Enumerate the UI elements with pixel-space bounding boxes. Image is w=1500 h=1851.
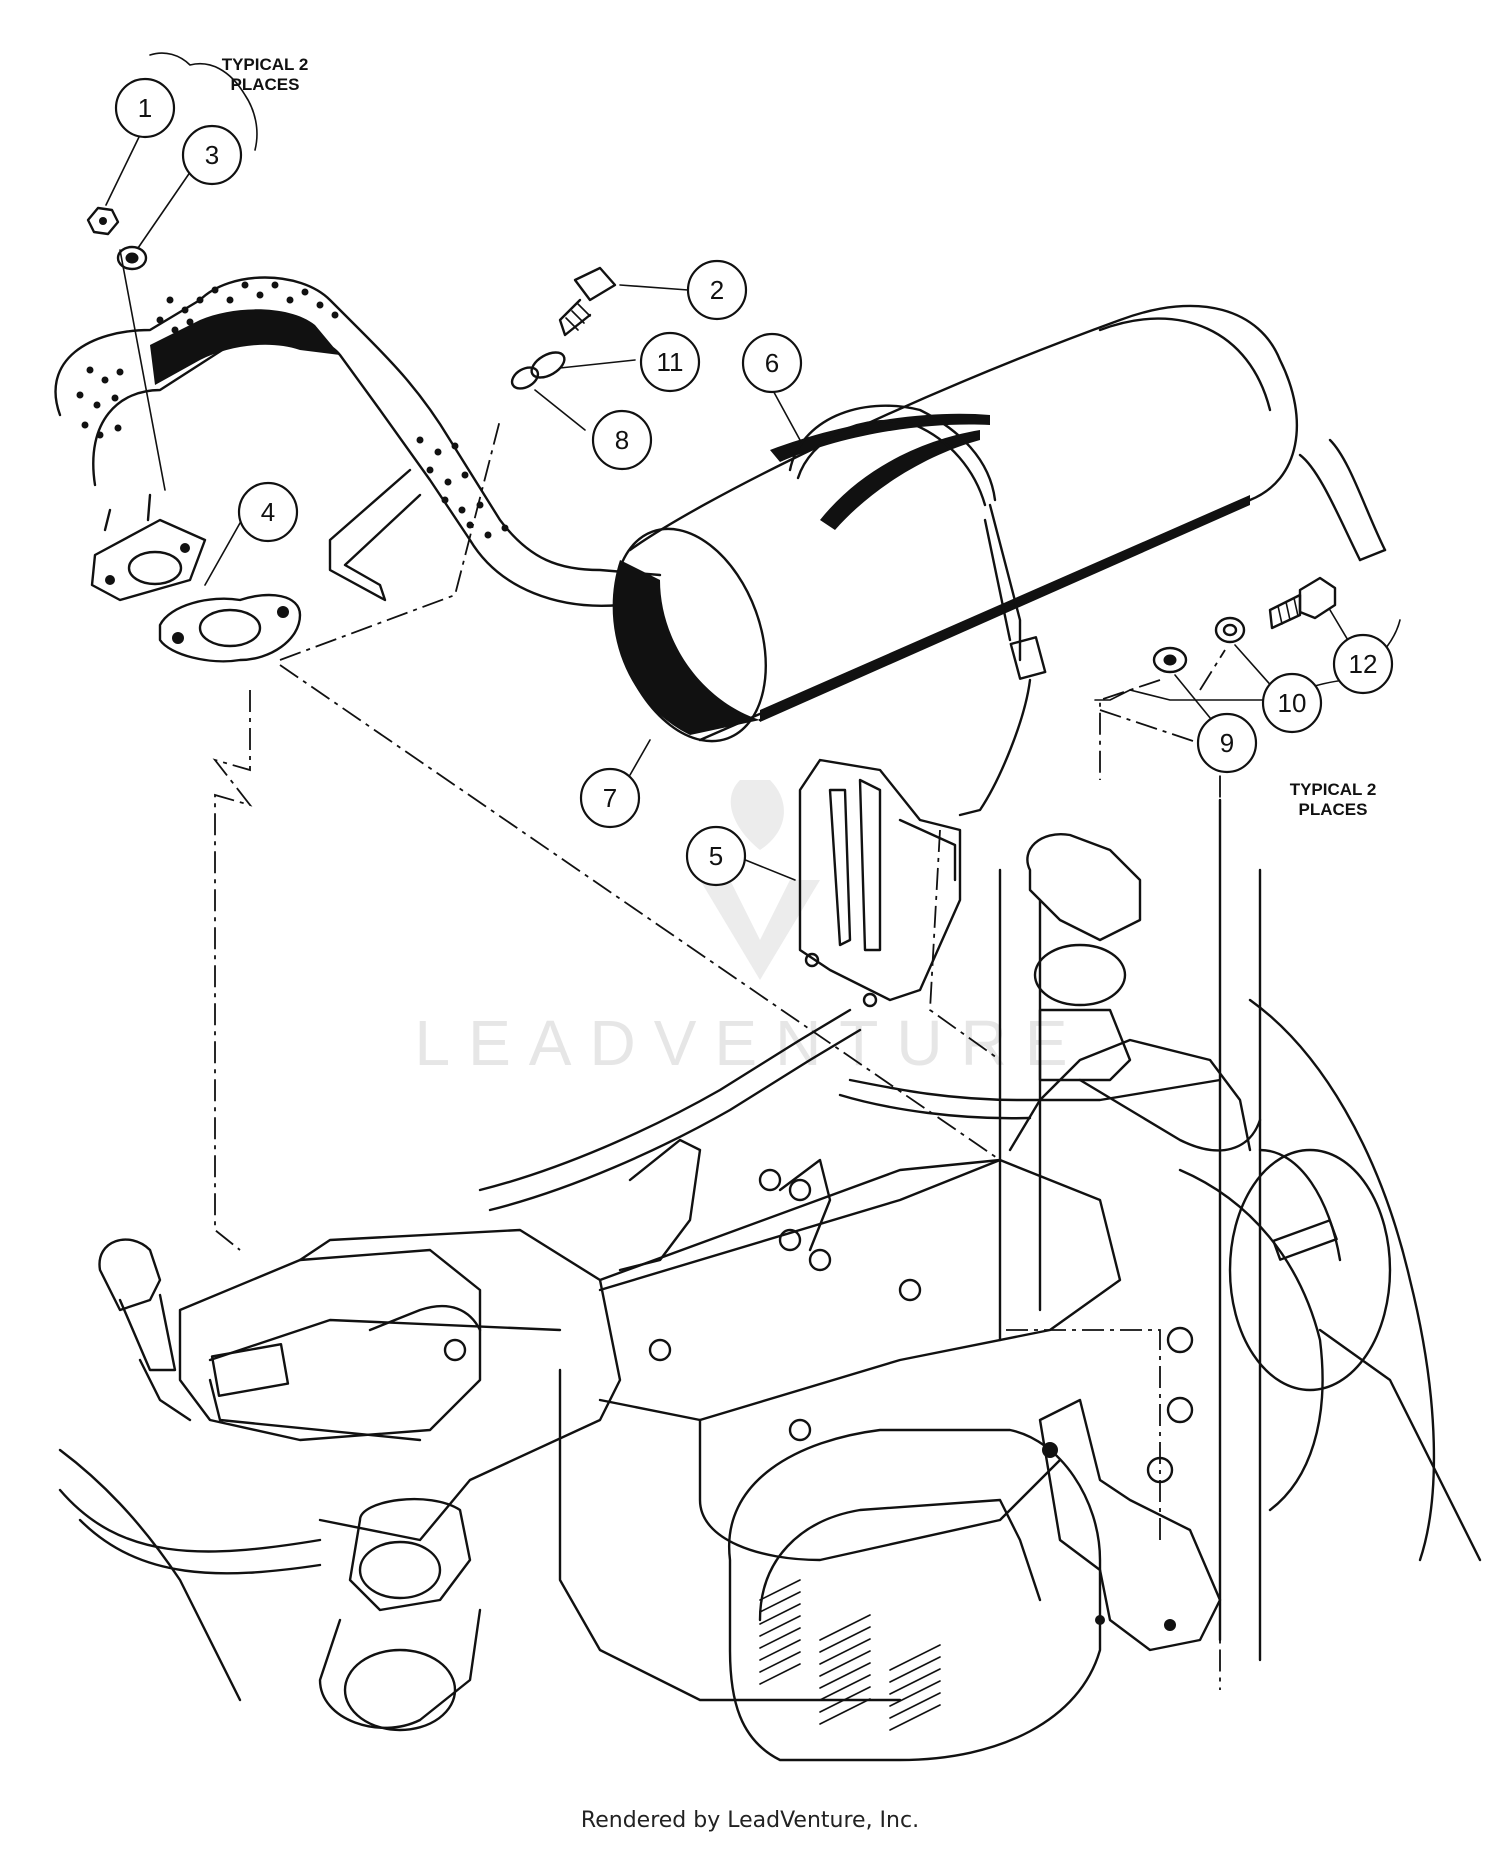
engine-assembly — [58, 798, 1482, 1762]
callout-7-label: 7 — [603, 783, 617, 813]
callout-12[interactable]: 12 — [1332, 633, 1394, 695]
callout-11[interactable]: 11 — [639, 331, 701, 393]
callout-7[interactable]: 7 — [579, 767, 641, 829]
callout-11-label: 11 — [657, 347, 684, 377]
callout-12-label: 12 — [1349, 649, 1378, 679]
callout-5[interactable]: 5 — [685, 825, 747, 887]
muffler — [612, 304, 1387, 743]
callout-9-label: 9 — [1220, 728, 1234, 758]
heat-shield-perforations — [76, 281, 509, 539]
watermark-text: LEADVENTURE — [415, 1007, 1086, 1079]
note-top-left-line2: PLACES — [231, 75, 300, 94]
callout-6[interactable]: 6 — [741, 332, 803, 394]
note-top-left: TYPICAL 2 PLACES — [222, 55, 309, 94]
callout-3[interactable]: 3 — [181, 124, 243, 186]
callout-1[interactable]: 1 — [114, 77, 176, 139]
callout-4-label: 4 — [261, 497, 275, 527]
callout-5-label: 5 — [709, 841, 723, 871]
callout-2-label: 2 — [710, 275, 724, 305]
note-right: TYPICAL 2 PLACES — [1290, 780, 1377, 819]
callout-8-label: 8 — [615, 425, 629, 455]
callout-10[interactable]: 10 — [1261, 672, 1323, 734]
callout-6-label: 6 — [765, 348, 779, 378]
header-pipe — [54, 276, 662, 612]
callout-1-label: 1 — [138, 93, 152, 123]
callout-9[interactable]: 9 — [1196, 712, 1258, 774]
callout-4[interactable]: 4 — [237, 481, 299, 543]
callout-3-label: 3 — [205, 140, 219, 170]
footer-credit: Rendered by LeadVenture, Inc. — [580, 1808, 920, 1833]
watermark: LEADVENTURE — [415, 780, 1086, 1079]
muffler-mounting-bracket — [798, 758, 962, 1008]
blower-vents — [759, 1579, 941, 1731]
leader-lines — [105, 134, 1356, 881]
bracket-bolt-set — [510, 266, 617, 390]
note-top-left-line1: TYPICAL 2 — [222, 55, 309, 74]
bracket-hardware-set — [1152, 576, 1337, 674]
nut-and-washer — [86, 206, 148, 271]
callout-8[interactable]: 8 — [591, 409, 653, 471]
muffler-clamp-strap — [788, 404, 1047, 817]
exhaust-gasket — [158, 593, 302, 663]
callout-2[interactable]: 2 — [686, 259, 748, 321]
note-right-line1: TYPICAL 2 — [1290, 780, 1377, 799]
note-right-line2: PLACES — [1299, 800, 1368, 819]
callout-10-label: 10 — [1278, 688, 1307, 718]
